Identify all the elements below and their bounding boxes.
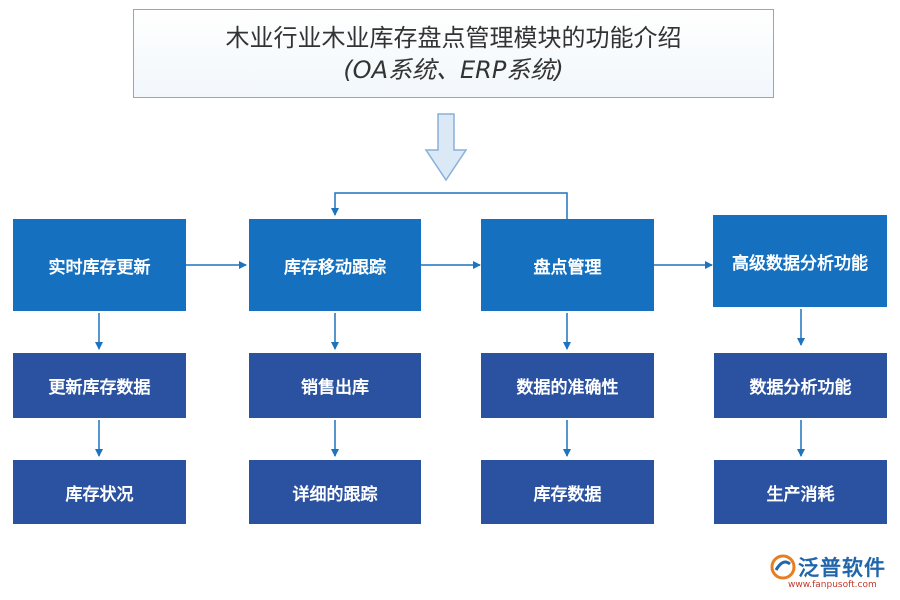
title-line-1: 木业行业木业库存盘点管理模块的功能介绍 — [225, 23, 682, 52]
sub-box-3-1: 数据的准确性 — [481, 353, 654, 418]
sub-box-1-1: 更新库存数据 — [13, 353, 186, 418]
down-arrow-icon — [424, 113, 468, 182]
brand-url: www.fanpusoft.com — [788, 580, 877, 590]
title-box: 木业行业木业库存盘点管理模块的功能介绍 (OA系统、ERP系统) — [133, 9, 774, 98]
sub-box-2-1: 销售出库 — [249, 353, 421, 418]
sub-box-3-2: 库存数据 — [481, 460, 654, 524]
sub-box-2-2: 详细的跟踪 — [249, 460, 421, 524]
main-box-3: 盘点管理 — [481, 219, 654, 311]
loop-connector — [331, 192, 568, 219]
sub-box-4-1: 数据分析功能 — [714, 353, 887, 418]
main-box-2: 库存移动跟踪 — [249, 219, 421, 311]
main-box-4: 高级数据分析功能 — [713, 215, 887, 307]
sub-box-4-2: 生产消耗 — [714, 460, 887, 524]
title-line-2: (OA系统、ERP系统) — [343, 55, 564, 84]
brand-logo-icon — [770, 554, 796, 580]
main-box-1: 实时库存更新 — [13, 219, 186, 311]
sub-box-1-2: 库存状况 — [13, 460, 186, 524]
brand-logo: 泛普软件 www.fanpusoft.com — [770, 552, 895, 597]
brand-name: 泛普软件 — [798, 556, 886, 580]
